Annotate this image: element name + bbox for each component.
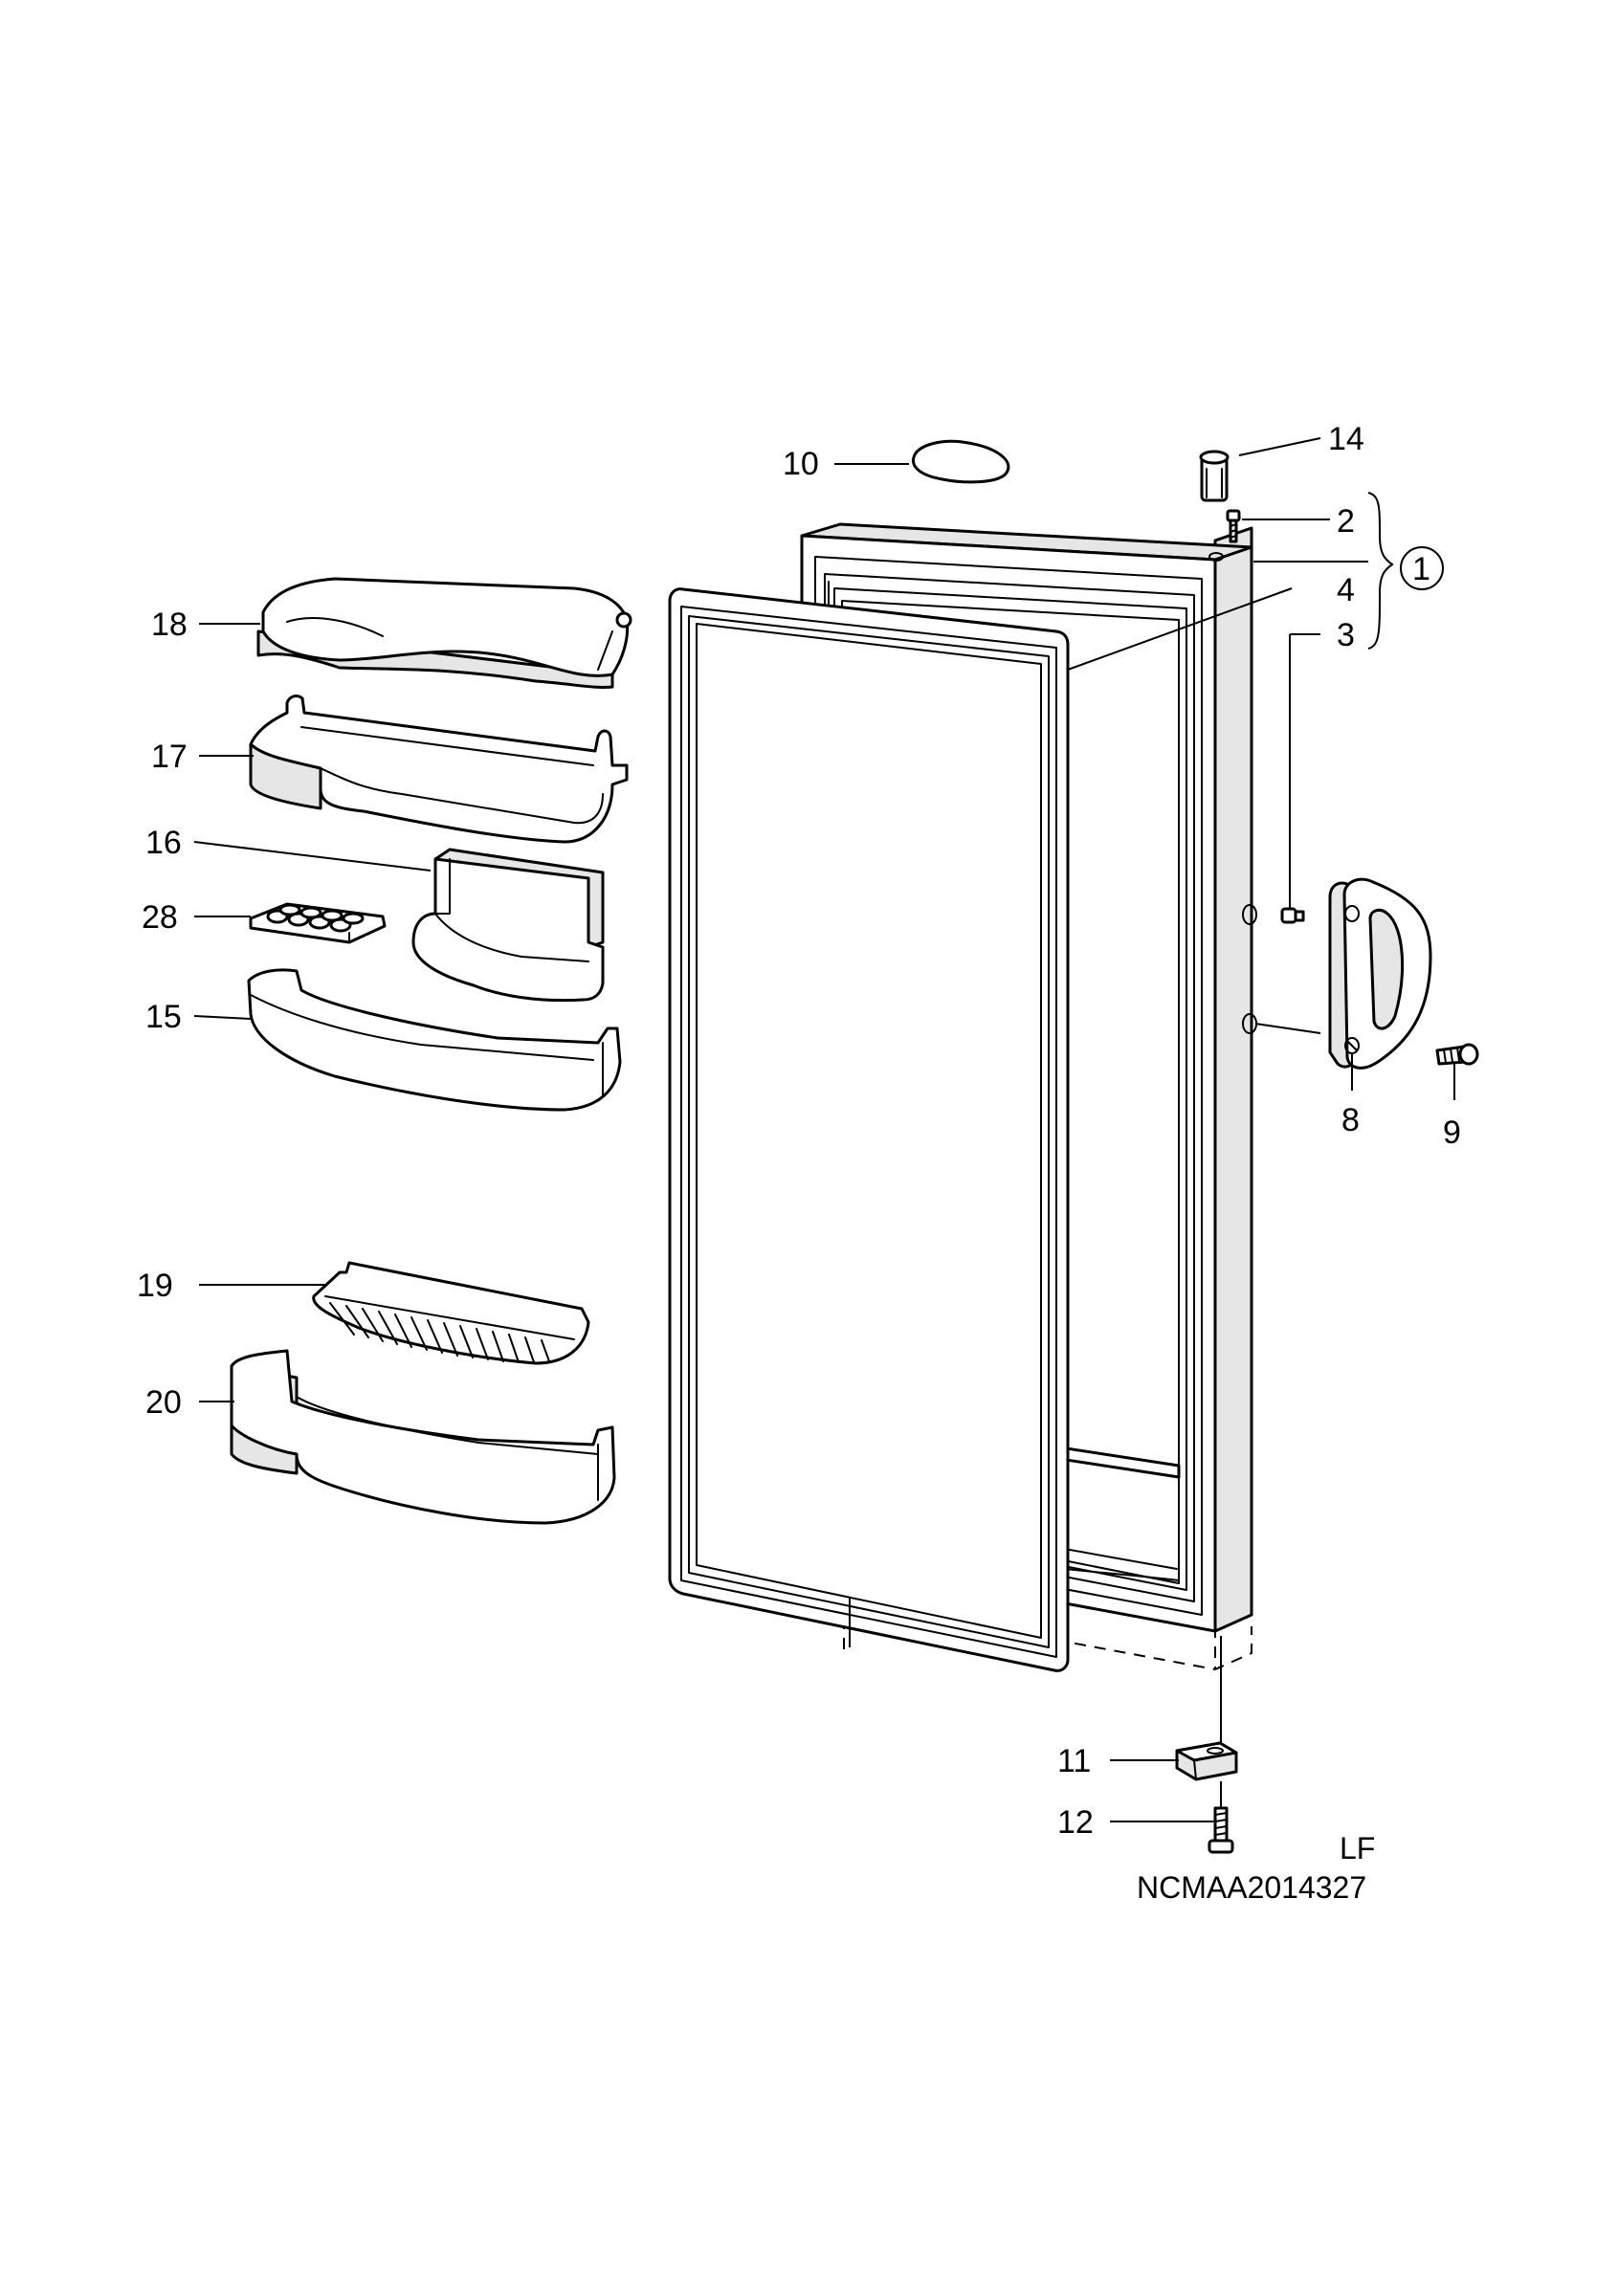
label-8: 8 bbox=[1341, 1102, 1360, 1138]
label-20: 20 bbox=[145, 1384, 182, 1421]
part-18-dairy-cover bbox=[256, 577, 632, 689]
drawing-code: NCMAA2014327 bbox=[1137, 1870, 1366, 1905]
part-labels: 10 14 2 1 4 3 8 9 11 12 18 17 16 28 15 1… bbox=[137, 421, 1461, 1841]
label-4: 4 bbox=[1337, 572, 1355, 608]
part-8-door-handle bbox=[1328, 877, 1432, 1070]
part-2-screw bbox=[1226, 509, 1241, 543]
drawing-footer: LF NCMAA2014327 bbox=[1137, 1831, 1375, 1905]
label-16: 16 bbox=[145, 825, 182, 861]
part-20-bottle-shelf bbox=[230, 1349, 616, 1525]
door-gasket bbox=[668, 587, 1070, 1672]
label-14: 14 bbox=[1328, 421, 1364, 457]
label-18: 18 bbox=[151, 607, 188, 643]
part-16-door-bin bbox=[411, 848, 605, 1003]
part-3-pin bbox=[1280, 634, 1305, 924]
label-1: 1 bbox=[1412, 551, 1430, 587]
label-9: 9 bbox=[1443, 1115, 1461, 1151]
label-2: 2 bbox=[1337, 503, 1355, 540]
part-28-egg-tray bbox=[249, 902, 387, 944]
label-28: 28 bbox=[142, 899, 178, 936]
label-19: 19 bbox=[137, 1268, 173, 1304]
part-12-hinge-bolt bbox=[1208, 1781, 1234, 1854]
part-17-door-shelf bbox=[249, 695, 629, 844]
label-17: 17 bbox=[151, 739, 188, 775]
part-19-bottle-rack bbox=[312, 1261, 590, 1365]
label-11: 11 bbox=[1057, 1743, 1091, 1779]
group-1-bracket bbox=[1367, 492, 1444, 650]
label-12: 12 bbox=[1057, 1804, 1094, 1841]
part-11-lower-hinge bbox=[1175, 1636, 1238, 1781]
part-15-door-shelf bbox=[247, 968, 622, 1112]
label-10: 10 bbox=[783, 446, 819, 482]
leader-lines bbox=[193, 437, 1455, 1822]
part-10-cover-cap bbox=[911, 439, 1010, 484]
label-15: 15 bbox=[145, 999, 182, 1035]
variant-code: LF bbox=[1340, 1831, 1375, 1866]
part-14-hinge-cap bbox=[1199, 450, 1230, 502]
part-9-screw bbox=[1435, 1043, 1479, 1066]
label-3: 3 bbox=[1337, 617, 1355, 653]
